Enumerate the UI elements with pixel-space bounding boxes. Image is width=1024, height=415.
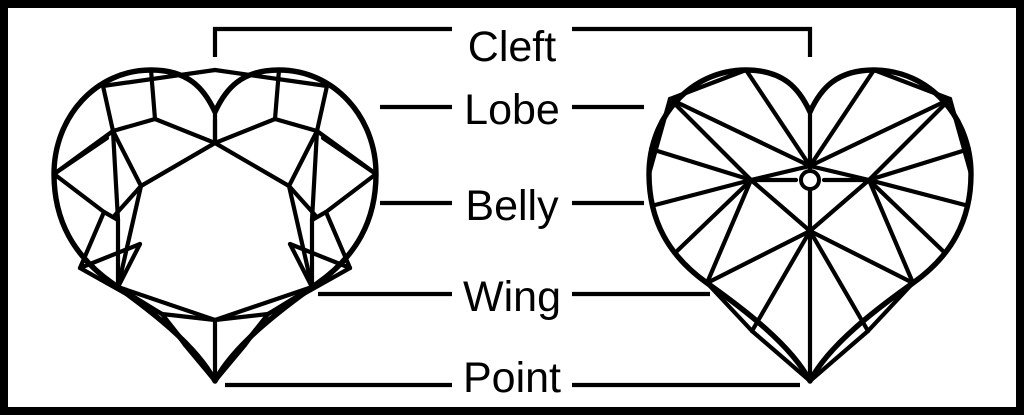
heart-crown-view-facet: [272, 67, 282, 122]
heart-pavilion-view-facet: [865, 280, 916, 334]
heart-crown-view-facet: [212, 116, 278, 146]
heart-pavilion-view-facet: [807, 328, 871, 384]
heart-pavilion-view-facet: [748, 177, 813, 234]
heart-crown-view-facet: [323, 171, 379, 215]
leader-line-right-cleft: [572, 26, 813, 57]
heart-crown-view-facet: [115, 183, 144, 290]
heart-pavilion-view-facet: [807, 228, 871, 334]
label-point: Point: [463, 354, 561, 402]
heart-crown-view-facet: [265, 265, 353, 317]
label-belly: Belly: [465, 182, 559, 230]
heart-pavilion-view-facet: [673, 177, 754, 255]
heart-pavilion-view-facet: [866, 177, 968, 208]
heart-pavilion-view-facet: [704, 280, 755, 334]
heart-pavilion-view-facet: [947, 96, 974, 177]
heart-pavilion-view-facet: [807, 163, 872, 183]
heart-crown-view-facet: [100, 83, 116, 134]
heart-crown-view-facet: [110, 128, 121, 223]
heart-crown-view-facet: [138, 140, 218, 189]
heart-pavilion-view-facet: [704, 228, 813, 286]
heart-pavilion-view-facet: [749, 328, 813, 384]
heart-crown-view-facet: [101, 209, 121, 223]
heart-crown-view-facet: [110, 128, 144, 189]
heart-crown-view: [51, 67, 379, 384]
heart-crown-view-facet: [309, 209, 329, 223]
heart-crown-view-facet: [100, 67, 218, 89]
heart-crown-view-facet: [309, 128, 320, 223]
leader-line-left-cleft: [212, 26, 452, 57]
heart-crown-view-facet: [323, 209, 353, 271]
heart-pavilion-view-facet: [807, 228, 916, 286]
heart-crown-view-facet: [272, 116, 320, 134]
heart-crown-view-facet: [182, 342, 218, 384]
heart-crown-view-facet: [159, 311, 188, 348]
heart-pavilion-view-facet: [748, 163, 813, 183]
heart-pavilion-view-facet: [648, 146, 754, 183]
heart-crown-view-facet: [148, 67, 158, 122]
heart-pavilion-view-facet: [743, 67, 813, 169]
heart-crown-view-facet: [212, 140, 292, 189]
heart-pavilion-view-facet: [807, 67, 877, 169]
heart-crown-view-facet: [77, 209, 107, 271]
heart-pavilion-view-facet: [749, 228, 813, 334]
heart-pavilion-view-facet: [866, 96, 953, 183]
heart-pavilion-view-facet: [667, 67, 749, 102]
heart-crown-view-facet: [212, 284, 315, 323]
heart-crown-view-facet: [77, 241, 143, 271]
heart-pavilion-view: [646, 67, 974, 384]
heart-pavilion-view-facet: [866, 146, 972, 183]
heart-crown-view-facet: [110, 116, 158, 134]
heart-pavilion-view-facet: [652, 177, 754, 208]
heart-crown-view-facet: [242, 311, 271, 348]
heart-pavilion-view-facet: [704, 177, 754, 286]
heart-pavilion-view-facet: [807, 96, 953, 169]
label-cleft: Cleft: [468, 23, 556, 71]
heart-crown-view-facet: [51, 171, 107, 215]
heart-crown-view-facet: [320, 135, 379, 177]
heart-crown-view-facet: [212, 67, 330, 89]
heart-crown-view-facet: [51, 135, 110, 177]
heart-crown-view-facet: [286, 128, 320, 189]
heart-pavilion-view-facet: [667, 96, 754, 183]
heart-pavilion-view-facet: [866, 177, 916, 286]
heart-pavilion-view-facet: [871, 67, 953, 102]
heart-crown-view-facet: [314, 83, 330, 134]
leaders-layer: [212, 26, 813, 388]
label-lobe: Lobe: [464, 86, 560, 134]
heart-crown-view-facet: [212, 342, 248, 384]
heart-pavilion-view-facet: [807, 177, 872, 234]
label-wing: Wing: [463, 273, 561, 321]
heart-crown-view-facet: [77, 265, 165, 317]
gems-layer: [51, 67, 974, 384]
heart-pavilion-view-facet: [646, 96, 673, 177]
heart-crown-view-facet: [286, 183, 315, 290]
heart-crown-view-facet: [115, 241, 143, 290]
heart-crown-view-facet: [287, 241, 315, 290]
heart-pavilion-view-facet: [866, 177, 947, 255]
heart-pavilion-view-culet: [799, 169, 821, 191]
heart-crown-view-facet: [152, 116, 218, 146]
heart-crown-view-facet: [287, 241, 353, 271]
heart-pavilion-view-facet: [667, 96, 813, 169]
heart-crown-view-facet: [115, 284, 218, 323]
